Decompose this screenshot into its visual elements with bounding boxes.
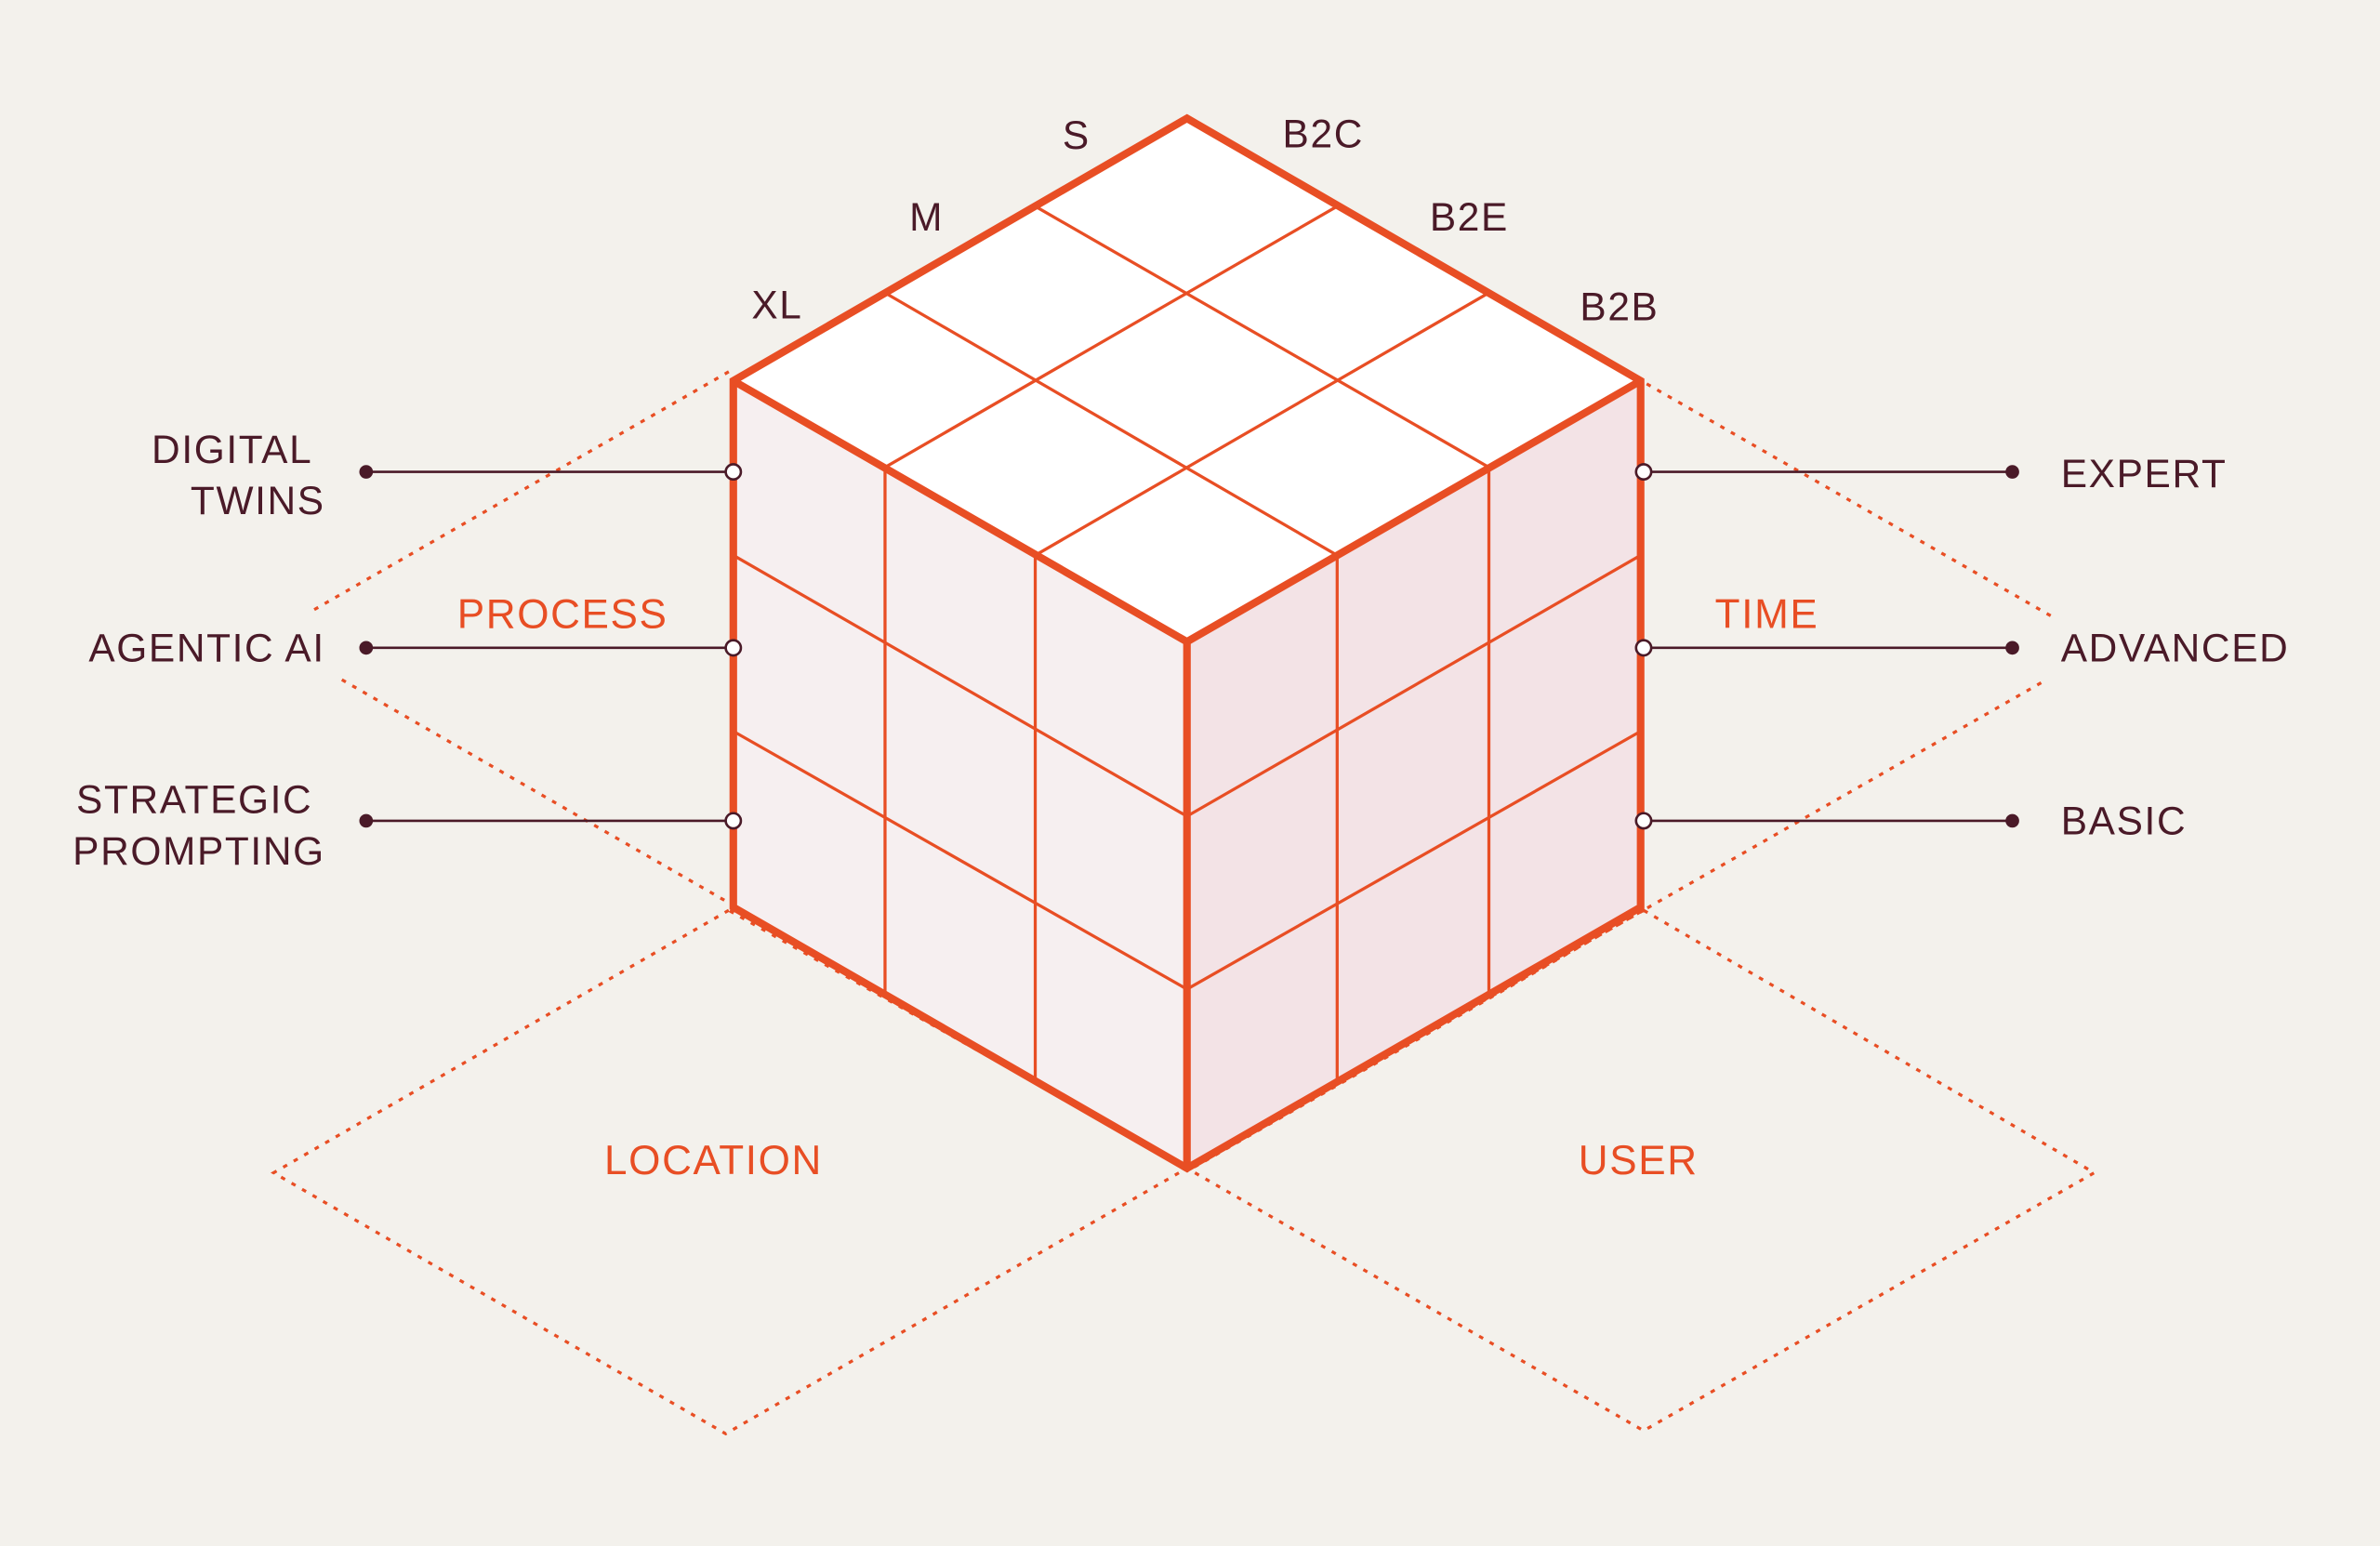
market-label-b2c: B2C bbox=[1283, 112, 1364, 155]
plane-label-location: LOCATION bbox=[604, 1138, 823, 1183]
left-connectors bbox=[359, 463, 743, 830]
market-label-b2b: B2B bbox=[1580, 284, 1659, 328]
plane-label-time: TIME bbox=[1715, 592, 1819, 638]
plane-label-user: USER bbox=[1579, 1138, 1699, 1183]
size-label-m: M bbox=[909, 195, 944, 239]
right-label-advanced: ADVANCED bbox=[2061, 627, 2290, 670]
plane-label-process: PROCESS bbox=[457, 592, 668, 638]
process-plane-outline bbox=[308, 370, 730, 614]
left-label-strategic-prompting: STRATEGIC PROMPTING bbox=[73, 778, 325, 873]
location-plane-outline bbox=[271, 908, 1191, 1436]
size-label-xl: XL bbox=[751, 284, 802, 327]
time-plane-outline bbox=[1646, 382, 2057, 621]
left-label-digital-twins: DIGITAL TWINS bbox=[152, 428, 325, 522]
cube-edges bbox=[729, 113, 1645, 1173]
right-connectors bbox=[1634, 463, 2019, 830]
size-label-s: S bbox=[1063, 113, 1091, 157]
cube-grid bbox=[732, 205, 1642, 1082]
left-label-agentic-ai: AGENTIC AI bbox=[88, 627, 324, 670]
market-label-b2e: B2E bbox=[1430, 195, 1509, 239]
right-label-basic: BASIC bbox=[2061, 799, 2187, 843]
right-label-expert: EXPERT bbox=[2061, 452, 2228, 496]
